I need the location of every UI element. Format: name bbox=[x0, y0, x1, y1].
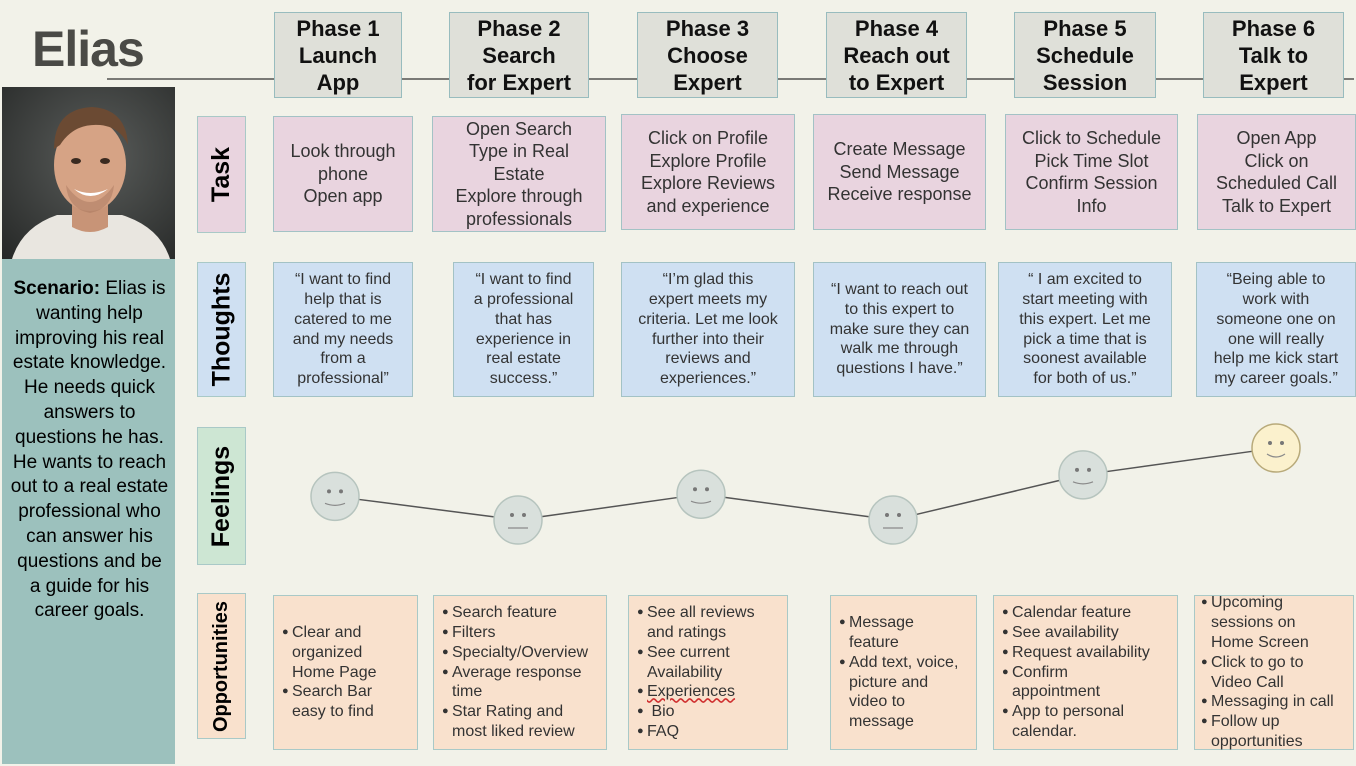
opportunity-item: Message feature bbox=[839, 613, 958, 653]
opportunity-item: Specialty/Overview bbox=[442, 643, 588, 663]
opportunity-item: App to personal calendar. bbox=[1002, 702, 1150, 742]
task-card-2: Open Search Type in Real Estate Explore … bbox=[432, 116, 606, 232]
persona-name: Elias bbox=[32, 21, 145, 77]
feeling-face-icon-phase-4 bbox=[868, 495, 918, 545]
opportunity-item: Star Rating and most liked review bbox=[442, 702, 588, 742]
opportunity-card-4: Message feature Add text, voice, picture… bbox=[830, 595, 977, 750]
opportunity-card-3: See all reviews and ratings See current … bbox=[628, 595, 788, 750]
row-label-feelings: Feelings bbox=[197, 427, 246, 565]
scenario-label: Scenario: bbox=[13, 278, 101, 299]
phase-1-header: Phase 1 Launch App bbox=[274, 12, 402, 98]
opportunity-card-2: Search feature Filters Specialty/Overvie… bbox=[433, 595, 607, 750]
feeling-face-icon-phase-3 bbox=[676, 469, 726, 519]
opportunity-item: Upcoming sessions on Home Screen bbox=[1201, 593, 1334, 652]
task-card-5: Click to Schedule Pick Time Slot Confirm… bbox=[1005, 114, 1178, 230]
feeling-face-icon-phase-5 bbox=[1058, 450, 1108, 500]
thought-card-3: “I’m glad this expert meets my criteria.… bbox=[621, 262, 795, 397]
thought-card-2: “I want to find a professional that has … bbox=[453, 262, 594, 397]
opportunity-item: Filters bbox=[442, 623, 588, 643]
row-label-opportunities: Opportunities bbox=[197, 593, 246, 739]
feeling-face-icon-phase-6 bbox=[1251, 423, 1301, 473]
phase-6-header: Phase 6 Talk to Expert bbox=[1203, 12, 1344, 98]
feeling-face-icon-phase-1 bbox=[310, 471, 360, 522]
phase-4-header: Phase 4 Reach out to Expert bbox=[826, 12, 967, 98]
opportunity-item: Average response time bbox=[442, 663, 588, 703]
opportunity-item: Bio bbox=[637, 702, 755, 722]
phase-2-header: Phase 2 Search for Expert bbox=[449, 12, 589, 98]
opportunity-item: Add text, voice, picture and video to me… bbox=[839, 653, 958, 732]
opportunity-item: Clear and organized Home Page bbox=[282, 623, 377, 682]
thought-card-6: “Being able to work with someone one on … bbox=[1196, 262, 1356, 397]
feeling-face-icon-phase-2 bbox=[493, 495, 543, 545]
opportunity-item: Click to go to Video Call bbox=[1201, 653, 1334, 693]
persona-portrait-image bbox=[2, 87, 175, 259]
opportunity-item: See availability bbox=[1002, 623, 1150, 643]
task-card-3: Click on Profile Explore Profile Explore… bbox=[621, 114, 795, 230]
opportunity-item: Calendar feature bbox=[1002, 603, 1150, 623]
opportunity-item: See current Availability bbox=[637, 643, 755, 683]
feelings-connector-line bbox=[724, 496, 870, 518]
task-card-1: Look through phone Open app bbox=[273, 116, 413, 232]
opportunity-item: Messaging in call bbox=[1201, 692, 1334, 712]
persona-photo bbox=[2, 87, 175, 259]
opportunity-card-1: Clear and organized Home Page Search Bar… bbox=[273, 595, 418, 750]
thought-card-5: “ I am excited to start meeting with thi… bbox=[998, 262, 1172, 397]
opportunity-item: See all reviews and ratings bbox=[637, 603, 755, 643]
scenario-text: Elias is wanting help improving his real… bbox=[10, 278, 169, 622]
opportunity-item: Experiences bbox=[637, 682, 755, 702]
opportunity-item: Request availability bbox=[1002, 643, 1150, 663]
opportunity-card-6: Upcoming sessions on Home Screen Click t… bbox=[1194, 593, 1354, 752]
feelings-connector-line bbox=[541, 496, 678, 518]
opportunity-item: Search Bar easy to find bbox=[282, 682, 377, 722]
row-label-thoughts: Thoughts bbox=[197, 262, 246, 397]
task-card-4: Create Message Send Message Receive resp… bbox=[813, 114, 986, 230]
opportunity-item: FAQ bbox=[637, 722, 755, 742]
opportunity-item: Confirm appointment bbox=[1002, 663, 1150, 703]
phase-3-header: Phase 3 Choose Expert bbox=[637, 12, 778, 98]
thought-card-1: “I want to find help that is catered to … bbox=[273, 262, 413, 397]
thought-card-4: “I want to reach out to this expert to m… bbox=[813, 262, 986, 397]
opportunity-item: Follow up opportunities bbox=[1201, 712, 1334, 752]
phase-5-header: Phase 5 Schedule Session bbox=[1014, 12, 1156, 98]
feelings-connector-line bbox=[358, 498, 495, 518]
opportunity-item: Search feature bbox=[442, 603, 588, 623]
scenario-panel: Scenario: Elias is wanting help improvin… bbox=[2, 259, 175, 764]
opportunity-card-5: Calendar feature See availability Reques… bbox=[993, 595, 1178, 750]
feelings-connector-line bbox=[1106, 450, 1253, 473]
feelings-connector-line bbox=[916, 479, 1060, 516]
task-card-6: Open App Click on Scheduled Call Talk to… bbox=[1197, 114, 1356, 230]
row-label-task: Task bbox=[197, 116, 246, 233]
